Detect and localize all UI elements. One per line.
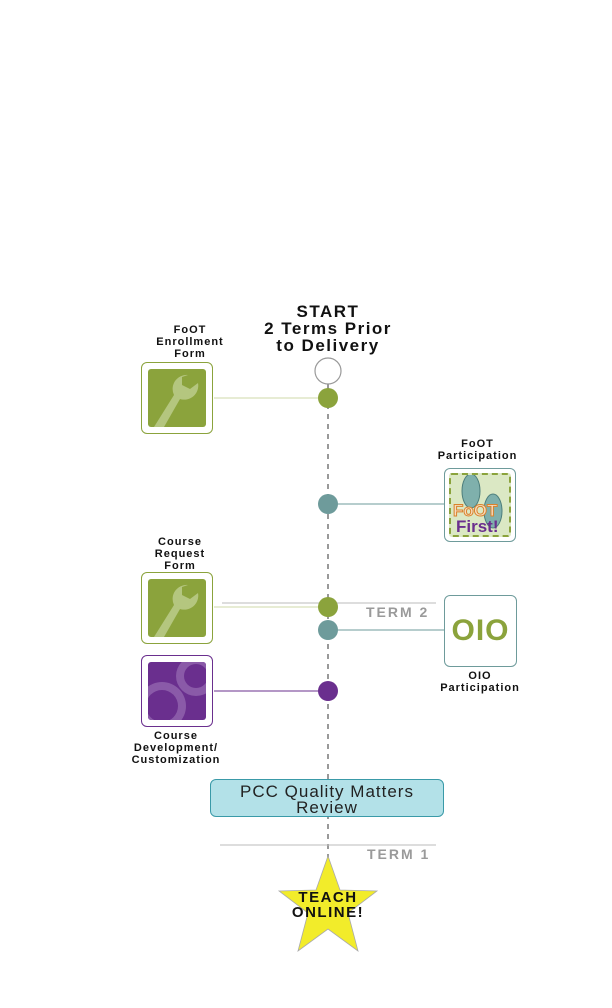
label-line: Course [154,730,198,742]
first-badge-text: First! [456,517,499,536]
gears-icon [148,662,206,720]
teach-line2: ONLINE! [291,904,365,921]
label-line: Form [174,348,206,360]
wrench-icon [148,369,206,427]
foot-enrollment-label: FoOT Enrollment Form [130,324,250,360]
label-line: OIO [468,670,492,682]
foot-enrollment-tile[interactable] [141,362,213,434]
node-foot-enrollment [318,388,338,408]
start-line3: to Delivery [276,336,380,355]
footprints-icon: FoOT First! [449,473,511,537]
oio-logo-text: OIO [451,614,510,647]
term1-label: TERM 1 [367,846,431,862]
course-request-label: Course Request Form [130,536,230,572]
teach-online-label: TEACH ONLINE! [272,890,384,920]
oio-tile[interactable]: OIO [444,595,517,667]
foot-badge-text: FoOT [452,501,498,521]
term2-label: TERM 2 [366,604,430,620]
node-course-request [318,597,338,617]
foot-participation-label: FoOT Participation [420,438,535,462]
course-request-tile[interactable] [141,572,213,644]
star-icon [277,854,379,952]
label-line: Enrollment [156,336,224,348]
quality-matters-review-box[interactable]: PCC Quality Matters Review [210,779,444,817]
course-development-label: Course Development/ Customization [116,730,236,766]
oio-participation-label: OIO Participation [425,670,535,694]
wrench-icon [148,579,206,637]
teach-line1: TEACH [298,889,358,906]
review-line1: PCC Quality Matters [240,782,414,801]
label-line: FoOT [173,324,207,336]
label-line: Course [158,536,202,548]
review-line2: Review [296,798,358,817]
label-line: FoOT [461,438,494,450]
foot-participation-tile[interactable]: FoOT First! [444,468,516,542]
node-oio [318,620,338,640]
label-line: Request [154,548,206,560]
start-node [314,357,342,385]
label-line: Development/ [133,742,219,754]
start-line1: START [296,302,360,321]
node-foot-participation [318,494,338,514]
start-heading: START 2 Terms Prior to Delivery [248,303,408,354]
node-course-development [318,681,338,701]
label-line: Customization [131,754,221,766]
label-line: Participation [437,450,518,462]
label-line: Participation [440,682,520,694]
start-line2: 2 Terms Prior [264,319,392,338]
course-development-tile[interactable] [141,655,213,727]
label-line: Form [164,560,196,572]
